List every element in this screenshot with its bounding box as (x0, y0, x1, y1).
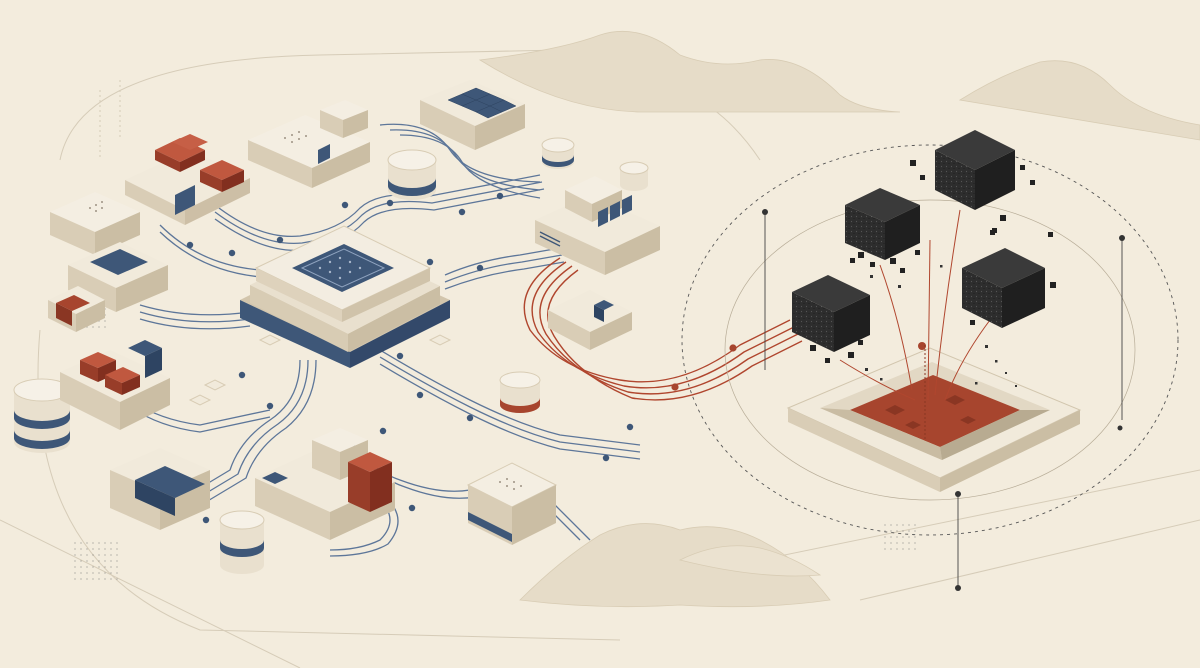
zone-boundary-inner (724, 199, 1136, 501)
zone-boundary-dashed (681, 144, 1179, 536)
tethers (839, 209, 991, 401)
data-cube-cluster-3 (792, 275, 870, 363)
module-top (248, 100, 370, 188)
red-wire-nodes (671, 342, 926, 391)
storage-cylinder-4 (13, 378, 71, 453)
cube-icon (155, 134, 244, 192)
module-red-stack-top-left (125, 134, 250, 225)
particles (865, 265, 1017, 387)
module-right-upper (535, 176, 660, 275)
storage-cylinder-3 (619, 161, 649, 191)
storage-cylinder-1 (387, 149, 437, 200)
hills (478, 30, 1200, 608)
module-left-upper (50, 192, 140, 255)
module-bottom-red (255, 428, 395, 540)
extraction-zone (681, 130, 1179, 591)
small-blocks-left (188, 334, 452, 406)
storage-cylinder-6 (219, 510, 265, 574)
central-processor (240, 225, 450, 368)
red-wire-bundle (523, 257, 803, 401)
module-bottom-left-navy (110, 448, 210, 530)
data-cube-cluster-1 (845, 188, 920, 273)
pylons (764, 212, 1123, 588)
storage-cylinder-5 (499, 371, 541, 413)
module-red-stack-left (60, 340, 170, 430)
database-icon (13, 137, 649, 574)
module-left-navy (48, 242, 168, 332)
data-cube-cluster-2 (910, 130, 1035, 235)
data-cube-cluster-4 (962, 228, 1056, 328)
processor-icon (292, 244, 394, 292)
module-navy-grid-top (420, 80, 525, 150)
module-bottom-center (466, 462, 558, 545)
module-mid-right (548, 290, 632, 350)
pit-icon (786, 347, 1082, 492)
storage-cylinder-2 (541, 137, 575, 169)
